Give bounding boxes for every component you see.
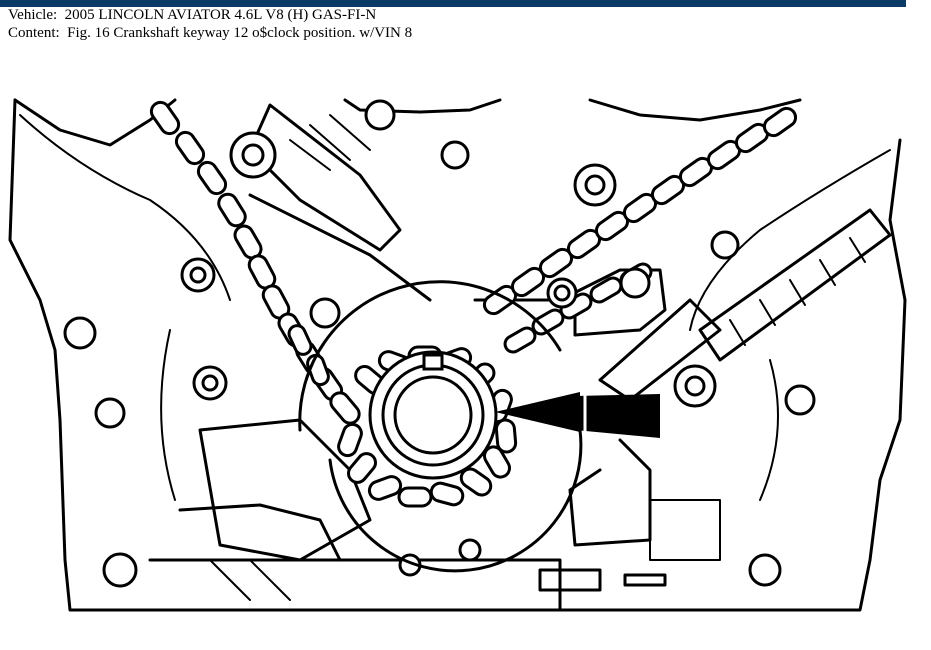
chain-link (589, 276, 623, 304)
bolt-hole (748, 553, 782, 587)
bolt-head (201, 374, 219, 392)
chain-link (217, 192, 247, 228)
bolt-holes (63, 99, 816, 588)
content-label: Content: (8, 25, 60, 41)
bolt-head (584, 174, 606, 196)
bolt-hole (309, 297, 341, 329)
arrow-icon (495, 392, 660, 438)
chain-link (483, 445, 511, 479)
chain-link (196, 160, 228, 196)
bolt-hole (710, 230, 740, 260)
crankshaft-keyway (422, 353, 444, 371)
bolt-hole (102, 552, 138, 588)
bolt-hole (364, 99, 396, 131)
chain-link (397, 486, 433, 508)
vehicle-line: Vehicle: 2005 LINCOLN AVIATOR 4.6L V8 (H… (8, 7, 376, 24)
bolt-hole (619, 267, 651, 299)
chain-link (337, 422, 363, 458)
left-cam-assembly (248, 103, 432, 302)
bolt-hole (63, 316, 97, 350)
chain-link (149, 100, 181, 136)
chain-link (494, 418, 518, 454)
chain-link (459, 467, 493, 497)
chain-link (762, 106, 798, 138)
content-line: Content: Fig. 16 Crankshaft keyway 12 o$… (8, 25, 412, 42)
vehicle-value: 2005 LINCOLN AVIATOR 4.6L V8 (H) GAS-FI-… (64, 7, 377, 23)
bolt-hole (458, 538, 482, 562)
bolt-head (241, 143, 265, 167)
chain-link (329, 391, 361, 425)
chain-link (174, 130, 206, 166)
timing-chain-diagram (8, 98, 907, 612)
vehicle-label: Vehicle: (8, 7, 58, 23)
engine-block-outline (8, 98, 907, 612)
chain-link (347, 452, 377, 484)
chain-link (367, 475, 403, 501)
bolt-hole (94, 397, 126, 429)
right-chain-guide (598, 208, 892, 402)
bolt-head (189, 266, 207, 284)
chain-link (429, 481, 465, 507)
bolt-hole (784, 384, 816, 416)
crankshaft-sprocket (298, 280, 583, 573)
bolt-hole (440, 140, 470, 170)
content-value: Fig. 16 Crankshaft keyway 12 o$clock pos… (67, 25, 413, 41)
bolt-head (684, 375, 706, 397)
chain-link (287, 324, 313, 356)
bolt-head (553, 284, 571, 302)
header-bar (0, 0, 906, 7)
